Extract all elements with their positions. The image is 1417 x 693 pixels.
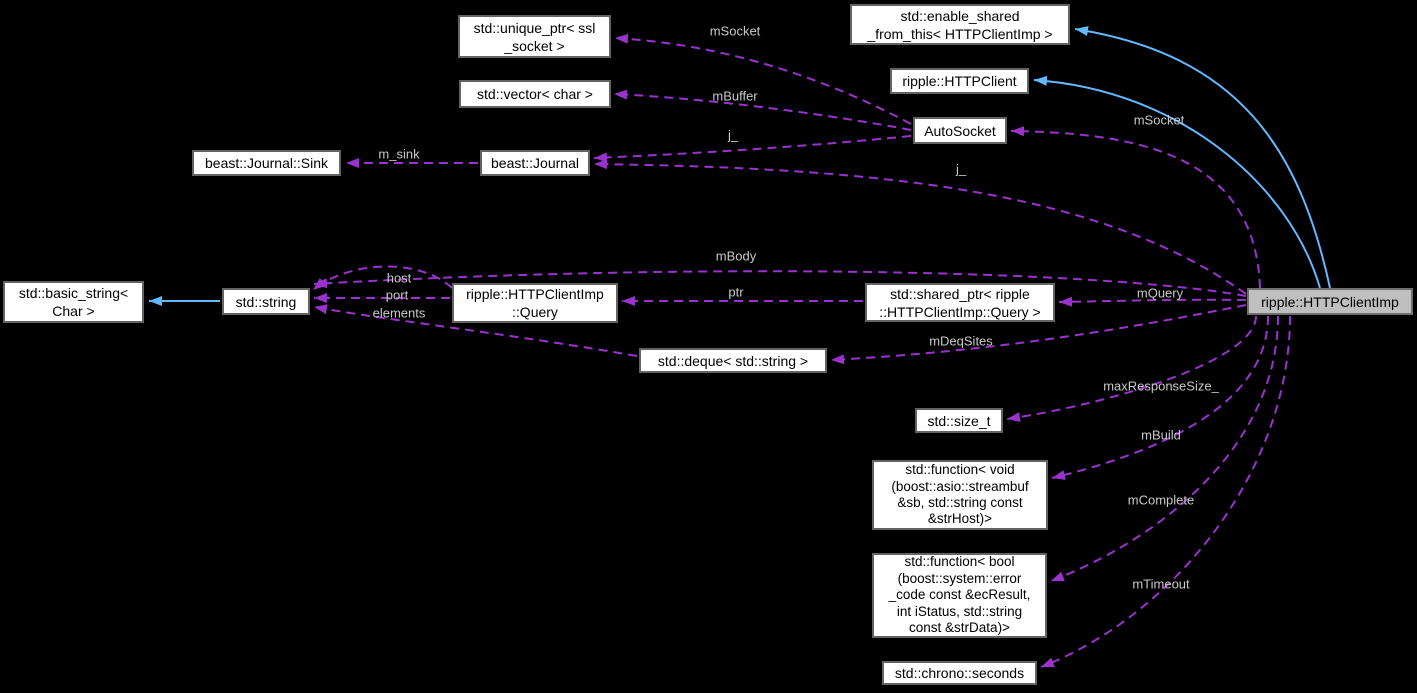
edge-label-ptr: ptr — [728, 284, 744, 300]
node-std-string[interactable]: std::string — [222, 288, 310, 315]
edge-main-sizet-maxresponsesize — [1006, 315, 1257, 423]
edge-main-deque-mdeqsites — [830, 304, 1247, 365]
edge-label-msocket-top: mSocket — [709, 23, 761, 39]
edge-label-j-autosocket: j_ — [727, 127, 739, 143]
edge-label-mbuild: mBuild — [1141, 427, 1181, 443]
edge-label-m-sink: m_sink — [378, 146, 420, 162]
edge-label-port: port — [385, 287, 409, 303]
node-autosocket[interactable]: AutoSocket — [913, 117, 1007, 144]
edge-label-mbuffer: mBuffer — [712, 88, 758, 104]
edge-label-mdeqsites: mDeqSites — [929, 333, 993, 349]
edge-label-elements: elements — [372, 305, 426, 321]
edge-main-autosocket-msocket — [1010, 126, 1261, 289]
node-std-function-bool[interactable]: std::function< bool (boost::system::erro… — [872, 553, 1047, 638]
edge-main-seconds-mtimeout — [1040, 315, 1291, 668]
node-std-size-t[interactable]: std::size_t — [915, 408, 1003, 433]
edge-label-j-main: j_ — [955, 161, 967, 177]
edge-main-fnbool-mcomplete — [1050, 315, 1279, 582]
edge-autosocket-uniqueptr-msocket — [614, 33, 912, 125]
edge-label-mcomplete: mComplete — [1127, 492, 1195, 508]
node-beast-journal-sink[interactable]: beast::Journal::Sink — [192, 150, 341, 176]
edge-label-maxresponsesize: maxResponseSize_ — [1103, 378, 1219, 394]
edge-main-string-mbody — [313, 270, 1247, 297]
node-ripple-httpclientimp-focus: ripple::HTTPClientImp — [1247, 288, 1413, 315]
edge-label-mbody: mBody — [715, 248, 757, 264]
node-httpclientimp-query[interactable]: ripple::HTTPClientImp ::Query — [452, 283, 618, 323]
node-std-shared-ptr-query[interactable]: std::shared_ptr< ripple ::HTTPClientImp:… — [865, 283, 1055, 322]
edge-deque-string-elements — [313, 304, 638, 357]
node-std-deque-string[interactable]: std::deque< std::string > — [639, 348, 827, 373]
edge-main-enableshared-inherit — [1074, 26, 1331, 289]
edge-main-sharedptr-mquery — [1058, 296, 1247, 307]
node-std-function-void[interactable]: std::function< void (boost::asio::stream… — [872, 460, 1048, 530]
edge-autosocket-vector-mbuffer — [613, 89, 912, 131]
node-beast-journal[interactable]: beast::Journal — [480, 150, 590, 176]
edge-label-msocket-main: mSocket — [1133, 112, 1185, 128]
edge-label-mtimeout: mTimeout — [1132, 576, 1190, 592]
edge-label-mquery: mQuery — [1136, 285, 1184, 301]
edge-main-httpclient-inherit — [1033, 75, 1321, 289]
node-std-unique-ptr-ssl-socket[interactable]: std::unique_ptr< ssl _socket > — [458, 15, 611, 58]
node-ripple-httpclient[interactable]: ripple::HTTPClient — [890, 68, 1029, 94]
node-std-vector-char[interactable]: std::vector< char > — [459, 80, 611, 108]
edge-query-string-host — [312, 265, 453, 291]
node-std-basic-string[interactable]: std::basic_string< Char > — [3, 281, 144, 323]
edge-autosocket-journal-j — [593, 135, 912, 163]
edge-main-fnvoid-mbuild — [1051, 315, 1269, 480]
node-std-chrono-seconds[interactable]: std::chrono::seconds — [882, 661, 1037, 685]
edge-label-host: host — [386, 270, 412, 286]
edge-main-journal-j — [593, 159, 1247, 295]
node-std-enable-shared-from-this[interactable]: std::enable_shared _from_this< HTTPClien… — [850, 4, 1070, 45]
